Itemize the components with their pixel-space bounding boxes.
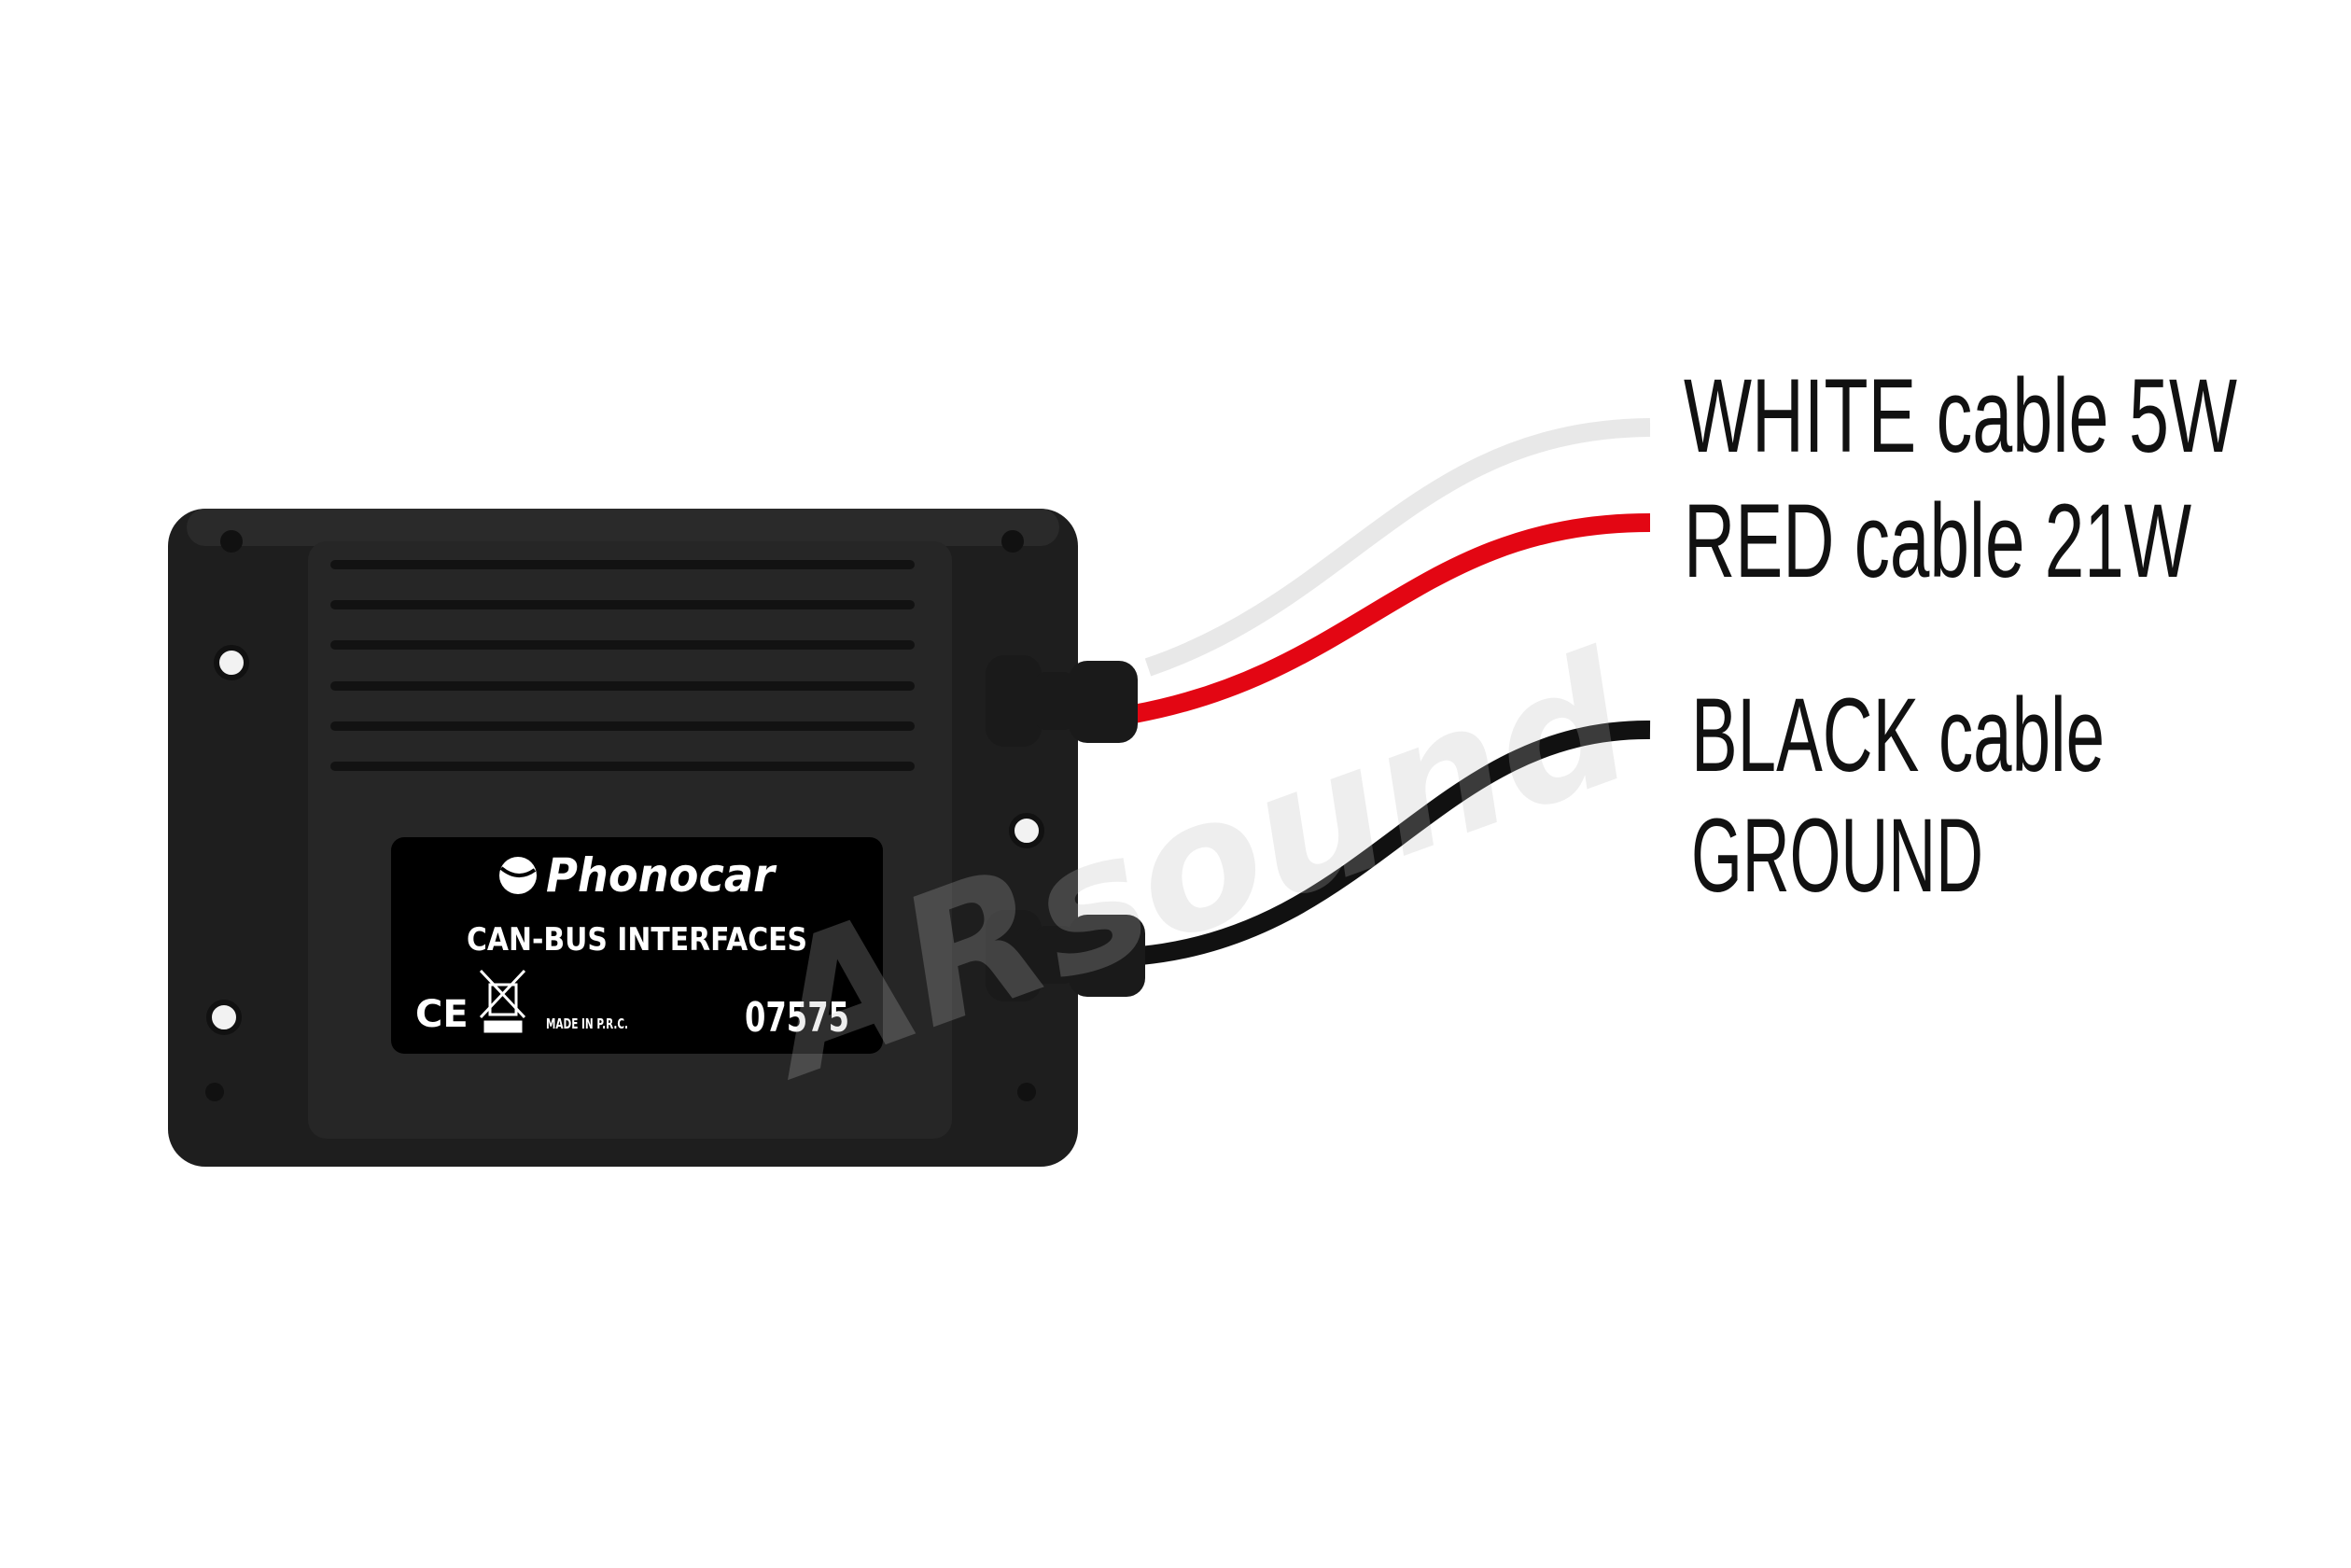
red-cable: [1132, 513, 1651, 723]
product-subtitle: CAN-BUS INTERFACES: [467, 921, 807, 959]
ground-label: GROUND: [1691, 797, 1983, 914]
made-in-text: MADE IN P.R.C.: [546, 1015, 628, 1032]
black-cable-label: BLACK cable: [1691, 677, 2105, 793]
product-code: 07575: [745, 994, 849, 1042]
upper-connector: [986, 655, 1138, 747]
weee-bin-icon: [479, 969, 526, 1033]
lower-connector: [986, 910, 1145, 1001]
white-cable: [1144, 418, 1651, 677]
product-label: Phonocar CAN-BUS INTERFACES CE MADE IN P…: [391, 837, 883, 1054]
white-cable-label: WHITE cable 5W: [1684, 357, 2237, 474]
brand-name: Phonocar: [546, 848, 777, 903]
red-cable-label: RED cable 21W: [1684, 483, 2191, 599]
ce-mark: CE: [415, 993, 469, 1036]
black-cable: [1140, 720, 1651, 965]
